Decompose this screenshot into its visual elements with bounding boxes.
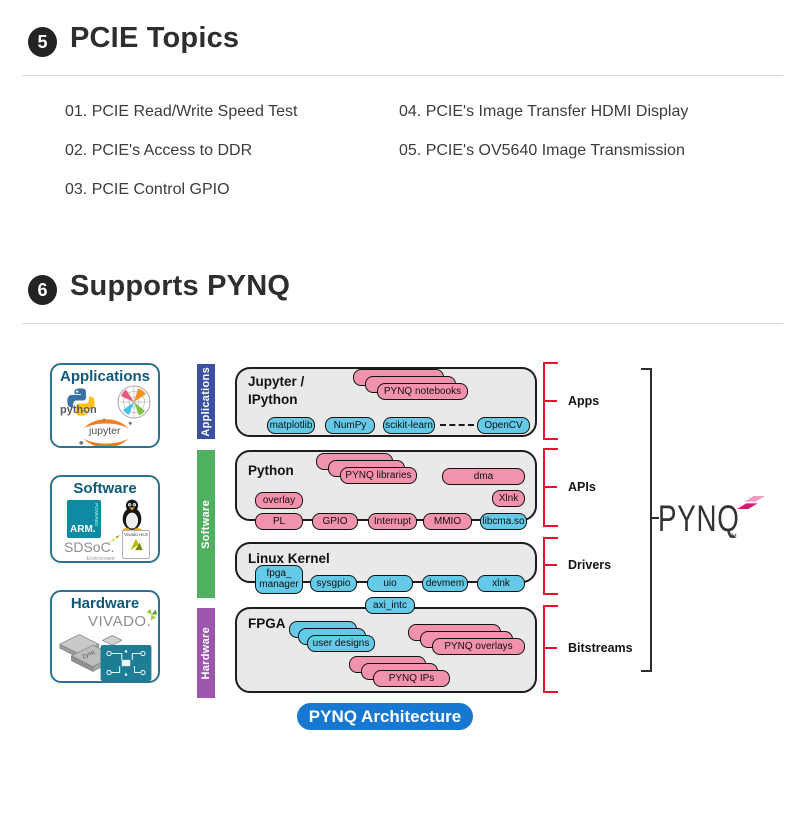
panel-hardware-title: Hardware bbox=[70, 595, 140, 612]
chip-scikit-learn: scikit-learn bbox=[383, 417, 435, 434]
bracket-label-apps: Apps bbox=[568, 394, 600, 408]
sparkle-icon bbox=[108, 535, 120, 544]
chip-devmem: devmem bbox=[422, 575, 468, 592]
section-number-badge-6: 6 bbox=[28, 275, 57, 305]
bracket-apis bbox=[543, 448, 545, 527]
bracket-label-drivers: Drivers bbox=[568, 558, 612, 572]
chip-interrupt: Interrupt bbox=[368, 513, 417, 530]
pynq-architecture-diagram: Applications python bbox=[0, 350, 790, 790]
chip-pynq-notebooks: PYNQ notebooks bbox=[377, 383, 468, 400]
jupyter-logo-icon bbox=[79, 418, 132, 446]
divider bbox=[22, 323, 783, 324]
chip-dma: dma bbox=[442, 468, 525, 485]
bar-software: Software bbox=[197, 450, 215, 598]
pynq-logo-mark-icon bbox=[737, 495, 765, 510]
bar-applications: Applications bbox=[197, 364, 215, 439]
jupyter-label: jupyter bbox=[89, 425, 121, 437]
bracket-apps bbox=[543, 362, 545, 440]
panel-software: Software POWERED ARM. SDSoC. Environment bbox=[50, 475, 160, 563]
pynq-tm: TM bbox=[728, 534, 737, 540]
chip-axi-intc: axi_intc bbox=[365, 597, 415, 614]
chip-mmio: MMIO bbox=[423, 513, 472, 530]
layer-title-fpga: FPGA bbox=[248, 616, 286, 631]
chip-gpio: GPIO bbox=[312, 513, 358, 530]
pynq-bracket bbox=[650, 368, 652, 672]
chip-numpy: NumPy bbox=[325, 417, 375, 434]
pynq-architecture-badge: PYNQ Architecture bbox=[297, 703, 473, 730]
bracket-label-bitstreams: Bitstreams bbox=[568, 641, 633, 655]
layer-title-jupyter: Jupyter /IPython bbox=[248, 374, 305, 407]
bar-hardware: Hardware bbox=[197, 608, 215, 698]
chip-opencv: OpenCV bbox=[477, 417, 530, 434]
sdsoc-logo: SDSoC. Environment bbox=[64, 539, 115, 562]
divider bbox=[22, 75, 783, 76]
vivado-hls-icon: Vivado HLS bbox=[122, 530, 150, 559]
python-logo-icon bbox=[67, 388, 95, 416]
pynq-logo: PYNQ bbox=[658, 498, 740, 539]
linux-tux-icon bbox=[122, 499, 142, 532]
python-label: python bbox=[60, 404, 97, 416]
vivado-mark-icon bbox=[146, 608, 158, 621]
chip-xlnk: Xlnk bbox=[492, 490, 525, 507]
layer-title-linux: Linux Kernel bbox=[248, 551, 330, 566]
circuit-board-icon bbox=[100, 645, 152, 681]
chip-pynq-overlays: PYNQ overlays bbox=[432, 638, 525, 655]
chip-overlay: overlay bbox=[255, 492, 303, 509]
pcie-topic-01: 01. PCIE Read/Write Speed Test bbox=[65, 103, 298, 120]
chip-user-designs: user designs bbox=[307, 635, 375, 652]
pcie-topic-02: 02. PCIE's Access to DDR bbox=[65, 142, 253, 159]
bracket-drivers bbox=[543, 537, 545, 595]
dash-connector bbox=[440, 424, 474, 426]
chip-libcma: libcma.so bbox=[480, 513, 527, 530]
bracket-bitstreams bbox=[543, 605, 545, 693]
section-title-supports-pynq: Supports PYNQ bbox=[70, 270, 291, 302]
section-number-badge-5: 5 bbox=[28, 27, 57, 57]
chip-matplotlib: matplotlib bbox=[267, 417, 315, 434]
chip-uio: uio bbox=[367, 575, 413, 592]
panel-software-title: Software bbox=[73, 480, 137, 497]
chip-xlnk-kernel: xlnk bbox=[477, 575, 525, 592]
panel-applications: Applications python bbox=[50, 363, 160, 448]
panel-hardware: Hardware VIVADO. Zynq bbox=[50, 590, 160, 683]
chip-pynq-ips: PYNQ IPs bbox=[373, 670, 450, 687]
pcie-topic-04: 04. PCIE's Image Transfer HDMI Display bbox=[399, 103, 689, 120]
layer-title-python: Python bbox=[248, 463, 294, 478]
panel-applications-title: Applications bbox=[59, 368, 150, 385]
vivado-logo: VIVADO. bbox=[88, 613, 152, 630]
bracket-label-apis: APIs bbox=[568, 480, 596, 494]
chip-pynq-libraries: PYNQ libraries bbox=[340, 467, 417, 484]
chip-fpga-manager: fpga_manager bbox=[255, 565, 303, 594]
arm-logo-icon: POWERED ARM. bbox=[67, 500, 101, 538]
radar-chart-icon bbox=[117, 385, 151, 419]
zynq-chip-label: Zynq bbox=[81, 650, 95, 661]
pcie-topic-03: 03. PCIE Control GPIO bbox=[65, 181, 230, 198]
chip-pl: PL bbox=[255, 513, 303, 530]
section-title-pcie-topics: PCIE Topics bbox=[70, 22, 240, 54]
pcie-topic-05: 05. PCIE's OV5640 Image Transmission bbox=[399, 142, 685, 159]
chip-sysgpio: sysgpio bbox=[310, 575, 357, 592]
